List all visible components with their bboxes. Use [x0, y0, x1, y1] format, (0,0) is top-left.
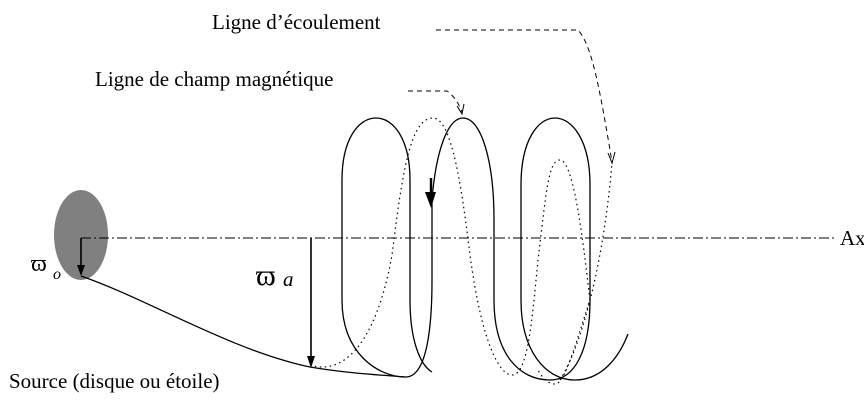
axis-label: Axe: [840, 226, 864, 250]
field-line-label: Ligne de champ magnétique: [95, 67, 334, 91]
flow-line-label: Ligne d’écoulement: [212, 10, 381, 34]
source-disk: [54, 190, 108, 280]
varpi-a-symbol: ϖ: [256, 259, 276, 292]
flow-line-leader-arrowhead: [607, 151, 616, 165]
field-line-leader-arrowhead: [456, 103, 465, 116]
varpi-o-subscript: o: [53, 266, 61, 283]
field-line-leader: [408, 90, 463, 113]
source-label: Source (disque ou étoile): [9, 369, 220, 393]
magnetic-field-helix: [80, 117, 629, 381]
magnetic-field-helix-first-loop: [341, 117, 433, 378]
varpi-o-symbol: ϖ: [31, 251, 47, 277]
radius-o-arrowhead: [77, 265, 85, 276]
radius-a-arrowhead: [307, 356, 315, 368]
flow-line-leader: [436, 29, 613, 163]
flow-line-helix: [309, 117, 613, 385]
varpi-a-subscript: a: [283, 267, 294, 291]
